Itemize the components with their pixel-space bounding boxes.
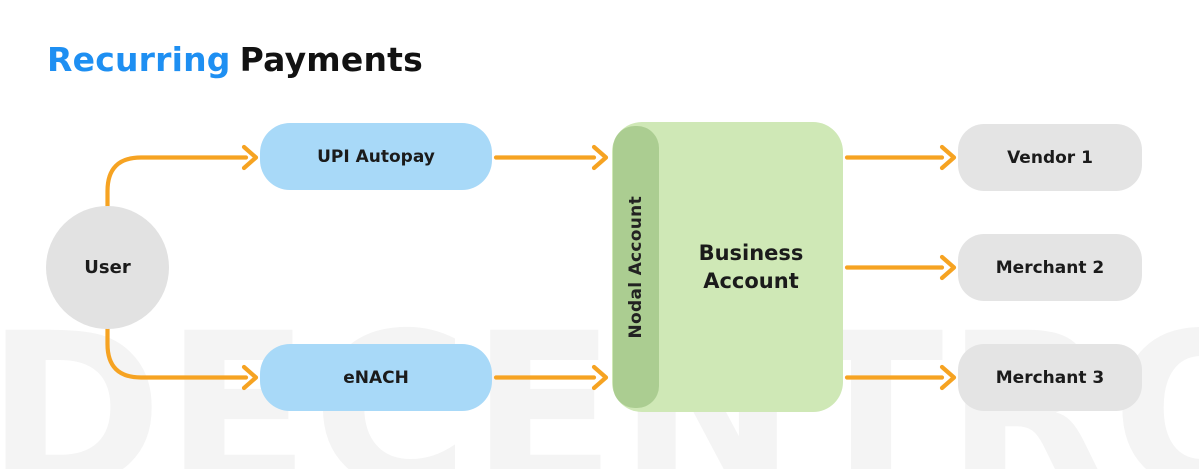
arrow-enach-to-nodal	[493, 364, 609, 391]
node-upi-autopay: UPI Autopay	[260, 123, 492, 190]
nodal-account-label: Nodal Account	[626, 195, 646, 339]
title-rest: Payments	[239, 40, 423, 79]
arrow-business-to-vendor1	[844, 144, 957, 171]
node-merchant-2: Merchant 2	[958, 234, 1142, 301]
arrow-business-to-merchant2	[844, 254, 957, 281]
arrow-upi-to-nodal	[493, 144, 609, 171]
title-highlight: Recurring	[47, 40, 231, 79]
node-enach: eNACH	[260, 344, 492, 411]
node-merchant-3: Merchant 3	[958, 344, 1142, 411]
business-account-label-wrap: Business Account	[659, 122, 843, 412]
arrow-user-to-upi	[105, 144, 259, 209]
arrow-user-to-enach	[105, 326, 259, 391]
business-account-label: Business Account	[698, 240, 804, 293]
nodal-account-spine: Nodal Account	[613, 126, 659, 408]
node-vendor-1: Vendor 1	[958, 124, 1142, 191]
node-user: User	[46, 206, 169, 329]
arrow-business-to-merchant3	[844, 364, 957, 391]
node-business-account: Nodal Account Business Account	[612, 122, 843, 412]
